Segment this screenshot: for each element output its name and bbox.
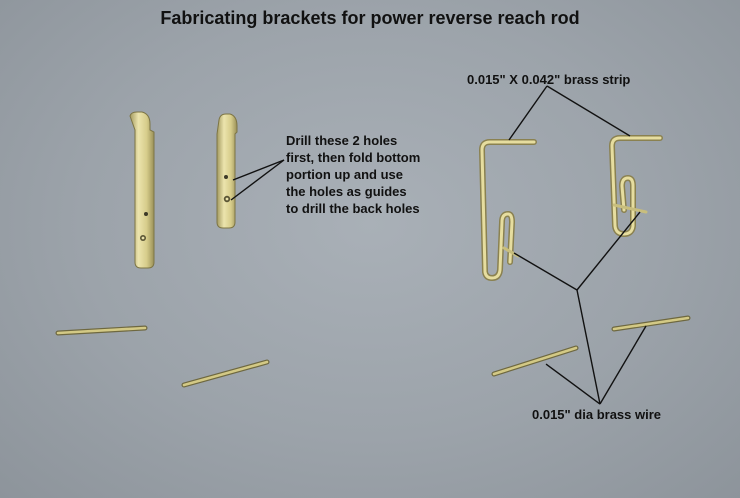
flat-bracket-left — [129, 111, 155, 269]
brass-strip-label: 0.015" X 0.042" brass strip — [467, 72, 631, 87]
bent-strip-bracket-left — [479, 139, 537, 281]
leader-line — [508, 85, 548, 141]
pin-wire — [612, 203, 648, 214]
drill-note-line: the holes as guides — [286, 184, 407, 199]
drilled-hole — [224, 175, 228, 179]
bent-strip-bracket-right — [609, 135, 663, 237]
leader-line — [599, 325, 647, 405]
drill-note-line: to drill the back holes — [286, 201, 420, 216]
leader-line — [232, 159, 285, 181]
leader-line — [513, 252, 578, 291]
drill-note: Drill these 2 holes first, then fold bot… — [286, 132, 420, 217]
drill-note-line: portion up and use — [286, 167, 403, 182]
annotation-leaders — [230, 85, 647, 405]
flat-bracket-folded — [216, 113, 238, 229]
loose-brass-wires — [55, 315, 691, 388]
leader-line — [545, 363, 601, 405]
photo-title: Fabricating brackets for power reverse r… — [160, 8, 580, 28]
drill-note-line: Drill these 2 holes — [286, 133, 398, 148]
drill-note-line: first, then fold bottom — [286, 150, 421, 165]
brass-wire-label: 0.015" dia brass wire — [532, 407, 662, 422]
leader-line — [576, 211, 641, 291]
leader-line — [546, 85, 631, 137]
leader-line — [230, 159, 285, 201]
drilled-hole — [144, 212, 148, 216]
leader-line — [576, 289, 601, 405]
